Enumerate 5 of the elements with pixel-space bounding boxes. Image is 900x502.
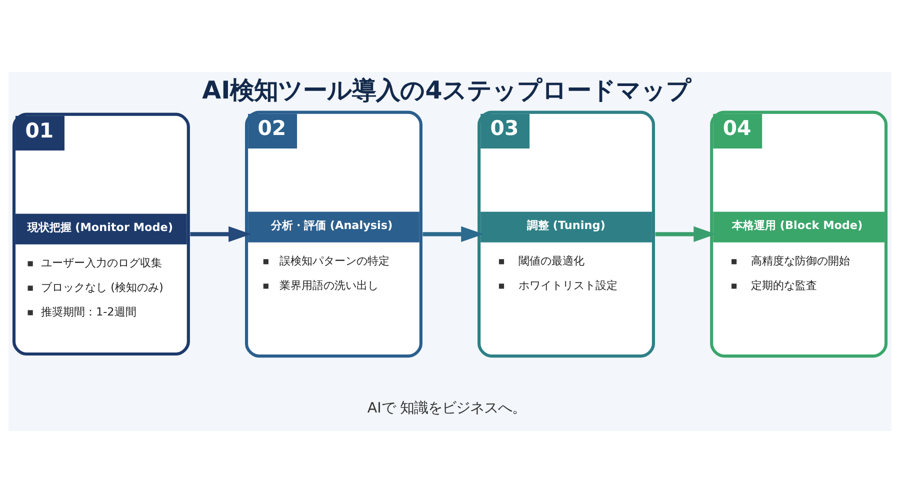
- diagram-title: AI検知ツール導入の4ステップロードマップ: [202, 75, 692, 104]
- label: AIで 知識をビジネスへ。: [367, 400, 526, 416]
- arrow: [655, 226, 716, 242]
- arrow: [190, 226, 252, 242]
- arrow: [422, 226, 484, 242]
